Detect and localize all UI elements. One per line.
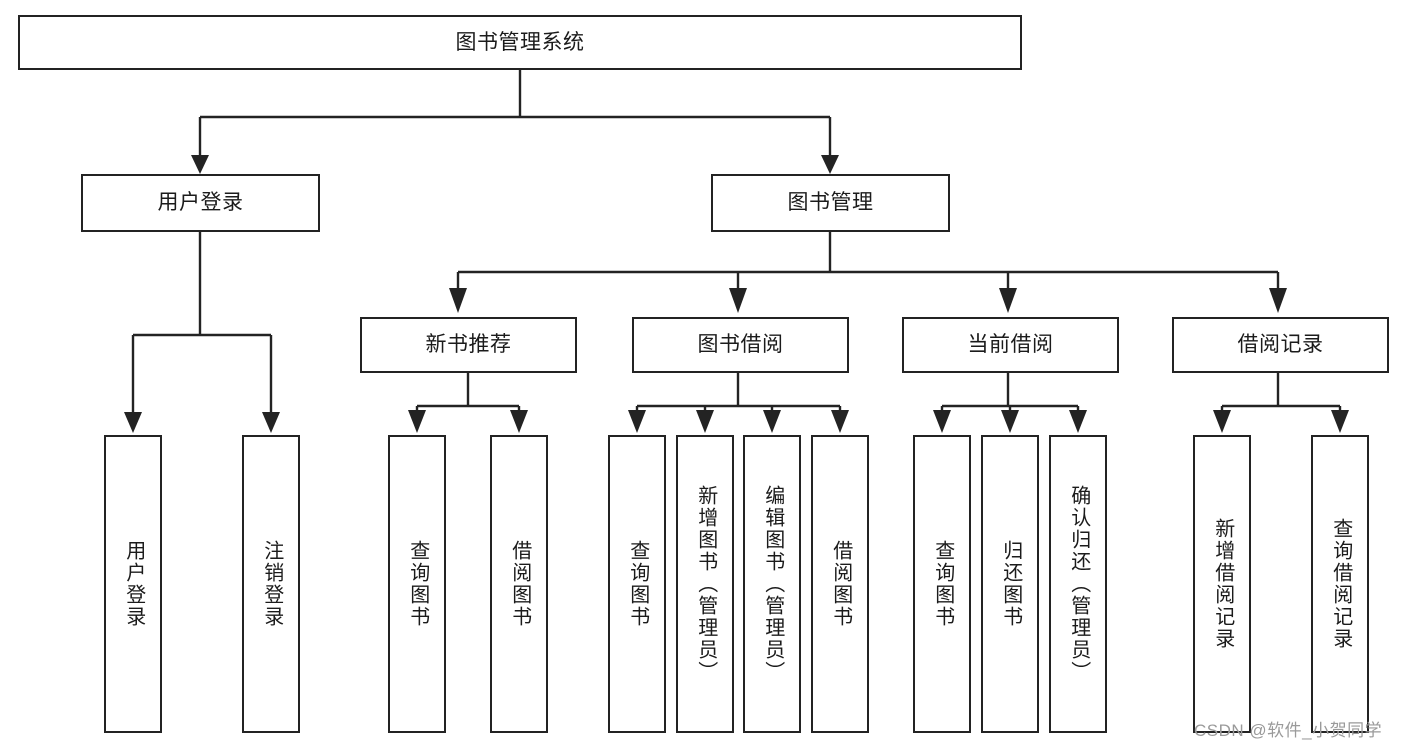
node-book-management[interactable]: 图书管理 [711, 174, 950, 232]
node-borrow-record-label: 借阅记录 [1237, 333, 1324, 357]
leaf-label: 编辑图书（管理员） [761, 485, 784, 683]
node-book-management-label: 图书管理 [787, 191, 874, 215]
leaf-label: 新增借阅记录 [1211, 518, 1234, 650]
node-book-borrow[interactable]: 图书借阅 [632, 317, 849, 373]
node-root-label: 图书管理系统 [455, 30, 585, 54]
leaf-label: 注销登录 [260, 540, 283, 628]
leaf-borrow-edit-book[interactable]: 编辑图书（管理员） [743, 435, 801, 733]
leaf-user-login-logout[interactable]: 注销登录 [242, 435, 300, 733]
leaf-record-query-record[interactable]: 查询借阅记录 [1311, 435, 1369, 733]
leaf-user-login-login[interactable]: 用户登录 [104, 435, 162, 733]
node-new-book-recommend[interactable]: 新书推荐 [360, 317, 577, 373]
leaf-label: 借阅图书 [829, 540, 852, 628]
node-root-system[interactable]: 图书管理系统 [18, 15, 1022, 70]
node-current-borrow[interactable]: 当前借阅 [902, 317, 1119, 373]
node-user-login-label: 用户登录 [157, 191, 244, 215]
leaf-label: 新增图书（管理员） [694, 485, 717, 683]
leaf-label: 查询图书 [931, 540, 954, 628]
leaf-current-query-book[interactable]: 查询图书 [913, 435, 971, 733]
leaf-borrow-query-book[interactable]: 查询图书 [608, 435, 666, 733]
leaf-recommend-borrow-book[interactable]: 借阅图书 [490, 435, 548, 733]
leaf-record-add-record[interactable]: 新增借阅记录 [1193, 435, 1251, 733]
leaf-borrow-add-book[interactable]: 新增图书（管理员） [676, 435, 734, 733]
csdn-watermark: CSDN @软件_小贺同学 [1194, 716, 1382, 741]
leaf-label: 用户登录 [122, 540, 145, 628]
leaf-recommend-query-book[interactable]: 查询图书 [388, 435, 446, 733]
leaf-label: 借阅图书 [508, 540, 531, 628]
watermark-text: CSDN @软件_小贺同学 [1194, 721, 1383, 740]
node-book-borrow-label: 图书借阅 [697, 333, 784, 357]
node-current-borrow-label: 当前借阅 [967, 333, 1054, 357]
node-new-book-recommend-label: 新书推荐 [425, 333, 512, 357]
leaf-label: 确认归还（管理员） [1067, 485, 1090, 683]
leaf-label: 归还图书 [999, 540, 1022, 628]
leaf-label: 查询借阅记录 [1329, 518, 1352, 650]
node-user-login[interactable]: 用户登录 [81, 174, 320, 232]
leaf-borrow-borrow-book[interactable]: 借阅图书 [811, 435, 869, 733]
node-borrow-record[interactable]: 借阅记录 [1172, 317, 1389, 373]
leaf-label: 查询图书 [626, 540, 649, 628]
leaf-label: 查询图书 [406, 540, 429, 628]
leaf-current-return-book[interactable]: 归还图书 [981, 435, 1039, 733]
leaf-current-confirm-return[interactable]: 确认归还（管理员） [1049, 435, 1107, 733]
